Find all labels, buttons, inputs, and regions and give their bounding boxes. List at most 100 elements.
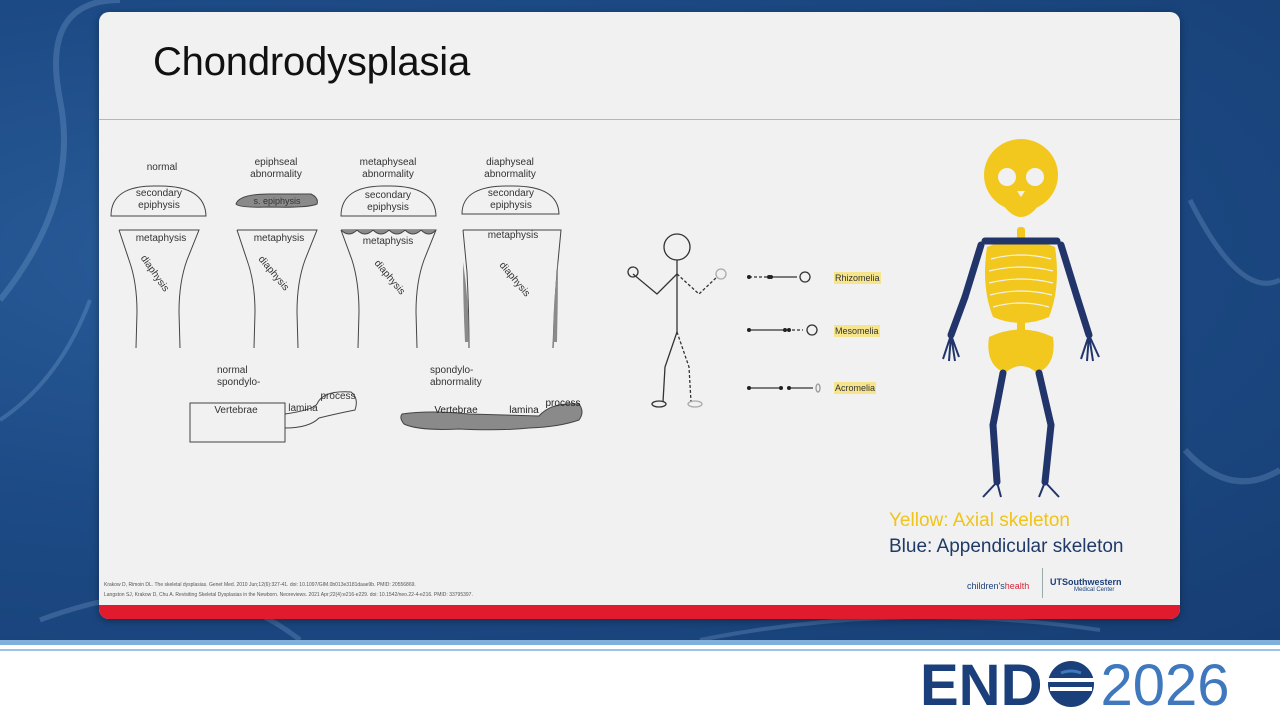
normal-epiphysis-line2: epiphysis	[138, 200, 180, 211]
spondylo-abnormality-line1: spondylo-	[430, 365, 474, 376]
header-epiphyseal-line1: epiphseal	[254, 157, 298, 168]
diaphyseal-metaphysis-label: metaphysis	[487, 230, 539, 241]
right-humerus	[1057, 241, 1081, 301]
s-epiphysis-label: s. epiphysis	[253, 196, 301, 206]
metaphyseal-irregular-edge	[340, 229, 437, 235]
diaphyseal-epiphysis-shape	[461, 185, 560, 215]
stick-figure-head	[663, 233, 691, 261]
slide-title: Chondrodysplasia	[153, 40, 470, 84]
header-metaphyseal-line2: abnormality	[362, 169, 414, 180]
title-divider	[99, 119, 1180, 120]
appendicular-caption: Blue: Appendicular skeleton	[889, 536, 1124, 557]
header-metaphyseal-line1: metaphyseal	[359, 157, 417, 168]
childrens-health-logo: children'shealth	[967, 581, 1029, 591]
ut-southwestern-subtitle: Medical Center	[1074, 587, 1115, 593]
diaphyseal-epiphysis-label: secondary epiphysis	[481, 188, 541, 212]
slide-card: Chondrodysplasia normal epi	[99, 12, 1180, 619]
normal-bone-shaft	[118, 229, 200, 349]
stick-figure-left-foot	[651, 400, 667, 408]
axial-caption: Yellow: Axial skeleton	[889, 510, 1070, 531]
reference-2: Langston SJ, Krakow D, Chu A. Revisiting…	[104, 592, 473, 598]
normal-epiphysis-shape	[110, 185, 207, 217]
axial-skeleton	[984, 139, 1058, 373]
bone-diagrams	[110, 185, 583, 443]
rhizomelia-label: Rhizomelia	[834, 272, 881, 284]
reference-1: Krakow D, Rimoin DL. The skeletal dyspla…	[104, 582, 416, 588]
childrens-health-logo-suffix: health	[1004, 581, 1030, 591]
header-diaphyseal-line1: diaphyseal	[486, 157, 534, 168]
mesomelia-label: Mesomelia	[834, 325, 880, 337]
normal-metaphysis-label: metaphysis	[135, 233, 187, 244]
abnormal-vertebral-body	[400, 403, 583, 431]
ut-southwestern-logo: UTSouthwestern	[1050, 577, 1122, 587]
acromelia-hand	[815, 383, 821, 393]
normal-lamina-label: lamina	[288, 403, 318, 414]
rib-cage	[985, 239, 1057, 323]
hands-and-feet	[942, 334, 1100, 498]
stick-figure-right-hand	[715, 268, 727, 280]
spondylo-abnormality-header: spondylo- abnormality	[430, 365, 490, 389]
diaphyseal-cortex-left	[463, 262, 469, 342]
footer-accent-band	[0, 640, 1280, 645]
rhizomelia-hand	[799, 271, 811, 283]
metaphyseal-metaphysis-label: metaphysis	[362, 236, 414, 247]
header-metaphyseal: metaphyseal abnormality	[353, 157, 423, 181]
left-forearm	[947, 293, 969, 339]
endo-logo: END 2026	[920, 654, 1230, 718]
normal-epiphysis-line1: secondary	[135, 188, 183, 199]
abnormal-vertebrae-label: Vertebrae	[434, 405, 478, 416]
normal-lamina-process	[284, 391, 357, 429]
globe-icon	[1048, 661, 1095, 707]
normal-spondylo-line2: spondylo-	[217, 377, 261, 388]
stick-figure-right-arm	[676, 273, 718, 295]
stick-figure-left-arm	[632, 273, 678, 295]
endo-logo-year: 2026	[1100, 653, 1230, 718]
stick-figure-right-leg	[676, 331, 692, 403]
spondylo-abnormality-line2: abnormality	[430, 377, 482, 388]
normal-vertebrae-label: Vertebrae	[214, 405, 258, 416]
metaphyseal-epiphysis-shape	[340, 185, 437, 217]
header-epiphyseal: epiphseal abnormality	[243, 157, 309, 181]
normal-spondylo-line1: normal	[217, 365, 248, 376]
footer-thin-band	[0, 649, 1280, 651]
right-tibia	[1041, 421, 1055, 486]
metaphyseal-bone-shaft	[340, 229, 437, 349]
header-epiphyseal-line2: abnormality	[250, 169, 302, 180]
diaphyseal-epiphysis-line1: secondary	[487, 188, 535, 199]
limb-shortening-diagram	[627, 233, 821, 408]
skeleton-illustration	[942, 139, 1100, 498]
skull-features	[998, 168, 1044, 197]
skull	[984, 139, 1058, 211]
slide-bottom-bar	[99, 605, 1180, 619]
normal-spondylo-header: normal spondylo-	[217, 365, 267, 389]
stick-figure-left-leg	[662, 331, 678, 403]
header-diaphyseal-line2: abnormality	[484, 169, 536, 180]
normal-epiphysis-label: secondary epiphysis	[129, 188, 189, 212]
pelvis	[988, 329, 1054, 373]
endo-logo-name: END	[920, 653, 1043, 718]
diaphyseal-bone-shaft	[462, 229, 562, 349]
abnormal-process-label: process	[545, 398, 581, 409]
left-humerus	[961, 241, 985, 301]
childrens-health-logo-name: children's	[967, 581, 1005, 591]
abnormal-lamina-label: lamina	[509, 405, 539, 416]
metaphyseal-epiphysis-line2: epiphysis	[367, 202, 409, 213]
header-normal: normal	[146, 162, 178, 173]
epiphyseal-bone-shaft	[236, 229, 318, 349]
left-femur	[989, 369, 1007, 429]
right-forearm	[1073, 293, 1093, 339]
rib-lines	[988, 254, 1054, 308]
header-diaphyseal: diaphyseal abnormality	[475, 157, 545, 181]
metaphyseal-epiphysis-label: secondary epiphysis	[358, 190, 418, 214]
diaphyseal-cortex-right	[553, 262, 558, 342]
metaphyseal-epiphysis-line1: secondary	[364, 190, 412, 201]
jaw	[999, 199, 1043, 217]
mesomelia-hand	[806, 324, 818, 336]
epiphyseal-epiphysis-shape	[235, 193, 318, 208]
stick-figure-right-foot	[687, 400, 703, 408]
acromelia-label: Acromelia	[834, 382, 877, 394]
normal-vertebral-body	[189, 402, 286, 443]
appendicular-skeleton	[947, 237, 1093, 486]
normal-process-label: process	[320, 391, 356, 402]
stick-figure-left-hand	[627, 266, 639, 278]
